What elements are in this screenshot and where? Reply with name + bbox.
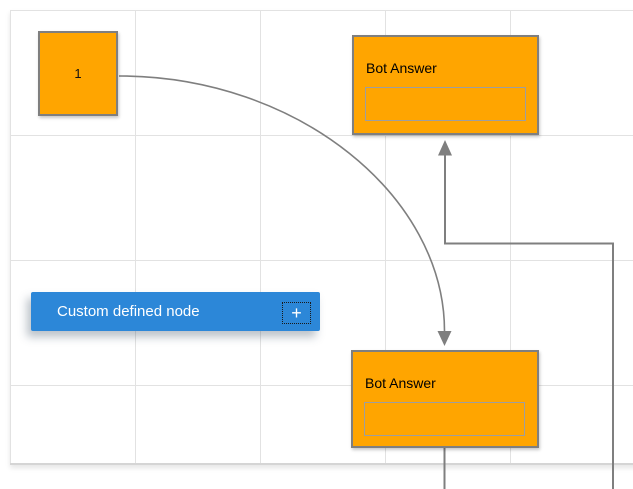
bot-answer-field[interactable] [364, 402, 525, 436]
bot-answer-title: Bot Answer [365, 375, 436, 391]
node-bot-answer-bottom[interactable]: Bot Answer [351, 350, 539, 448]
node-custom-defined[interactable]: Custom defined node + [31, 292, 320, 331]
bot-answer-title: Bot Answer [366, 60, 437, 76]
node-source[interactable]: 1 [38, 31, 118, 116]
custom-node-label: Custom defined node [57, 303, 200, 320]
bot-answer-field[interactable] [365, 87, 526, 121]
add-node-button[interactable]: + [282, 302, 311, 324]
plus-icon: + [291, 303, 302, 323]
node-bot-answer-top[interactable]: Bot Answer [352, 35, 539, 135]
node-source-label: 1 [74, 66, 82, 81]
